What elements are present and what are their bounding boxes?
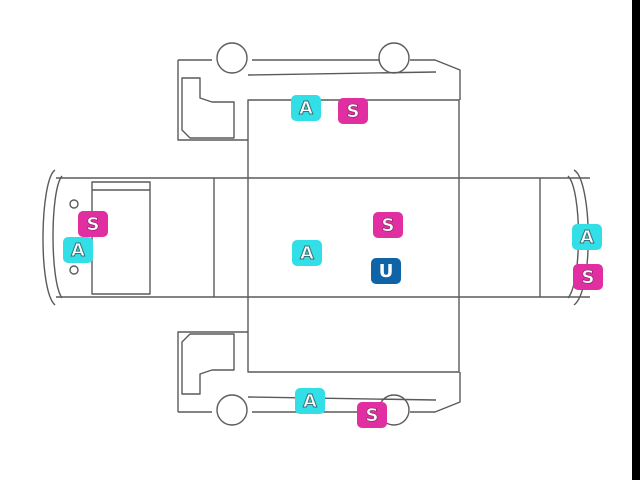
marker-center-u[interactable]: U xyxy=(371,258,401,284)
marker-left-end-a[interactable]: A xyxy=(63,237,93,263)
marker-bottom-a[interactable]: A xyxy=(295,388,325,414)
marker-roof-s[interactable]: S xyxy=(338,98,368,124)
marker-left-end-s[interactable]: S xyxy=(78,211,108,237)
front-windshield xyxy=(91,181,151,295)
top-side-view xyxy=(177,59,461,141)
bottom-side-door xyxy=(181,333,235,395)
front-bumper xyxy=(42,169,56,306)
front-bumper-inner xyxy=(52,175,63,299)
marker-center-a[interactable]: A xyxy=(292,240,322,266)
front-headlight-top xyxy=(69,199,79,209)
marker-right-end-a[interactable]: A xyxy=(572,224,602,250)
roof-panel xyxy=(247,99,460,373)
bottom-front-wheel xyxy=(216,394,248,426)
top-rear-wheel xyxy=(378,42,410,74)
marker-right-end-s[interactable]: S xyxy=(573,264,603,290)
front-headlight-bottom xyxy=(69,265,79,275)
bottom-side-sill xyxy=(247,396,437,401)
marker-bottom-s[interactable]: S xyxy=(357,402,387,428)
marker-roof-a[interactable]: A xyxy=(291,95,321,121)
marker-center-s[interactable]: S xyxy=(373,212,403,238)
top-side-sill xyxy=(247,71,437,76)
top-front-wheel xyxy=(216,42,248,74)
top-side-door xyxy=(181,77,235,139)
right-edge-bar xyxy=(632,0,640,480)
